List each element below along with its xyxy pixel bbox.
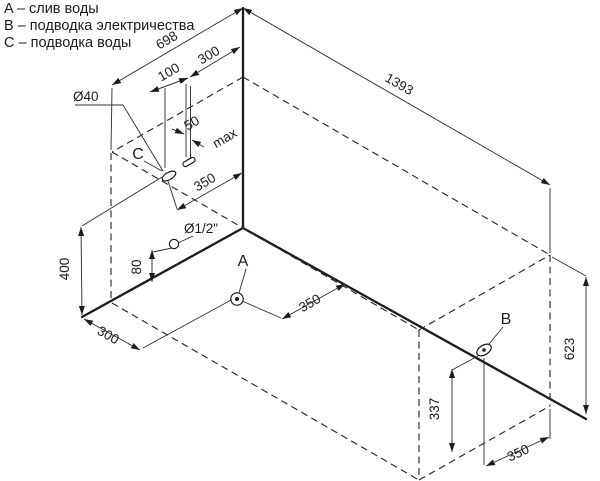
label-point-b: B <box>501 311 512 328</box>
dim-supply-height: 400 <box>57 258 72 281</box>
dim-drain-from-left: 300 <box>95 323 122 347</box>
extension-lines <box>75 84 587 465</box>
dimension-labels: 698 1393 300 100 50 max 350 400 80 300 3… <box>57 28 577 465</box>
dim-length-top: 1393 <box>382 70 416 98</box>
legend-item-c: C – подводка воды <box>4 35 131 51</box>
callout-labels: Ø40 Ø1/2" C A B <box>73 89 511 328</box>
dim-rim-height: 623 <box>562 338 577 361</box>
legend-item-a: A – слив воды <box>4 1 99 17</box>
dim-pipes-to-supply: 100 <box>155 60 182 84</box>
dim-electric-from-end: 350 <box>505 441 532 464</box>
dim-pipes-gap: 50 <box>181 113 202 134</box>
half-inch-fitting <box>168 238 180 250</box>
legend-item-b: B – подводка электричества <box>4 18 195 34</box>
legend: A – слив воды B – подводка электричества… <box>4 1 195 51</box>
dim-fitting-height: 80 <box>129 259 144 274</box>
label-supply-hole-diameter: Ø40 <box>73 89 99 104</box>
label-fitting-diameter: Ø1/2" <box>184 221 218 236</box>
dimension-lines <box>78 7 589 467</box>
fixtures <box>161 156 492 357</box>
dim-electric-height: 337 <box>427 398 442 421</box>
dim-corner-to-pipes: 300 <box>195 43 222 67</box>
electric-point-b-dot <box>482 348 486 352</box>
label-point-a: A <box>238 253 249 270</box>
dim-drain-from-right: 350 <box>296 291 323 315</box>
dim-supply-from-corner: 350 <box>191 170 218 194</box>
pipes-slot <box>182 156 196 168</box>
dim-pipes-gap-note: max <box>210 125 240 151</box>
drain-point-a-dot <box>235 297 239 301</box>
label-point-c: C <box>132 146 144 163</box>
water-supply-hole-c <box>161 170 177 182</box>
